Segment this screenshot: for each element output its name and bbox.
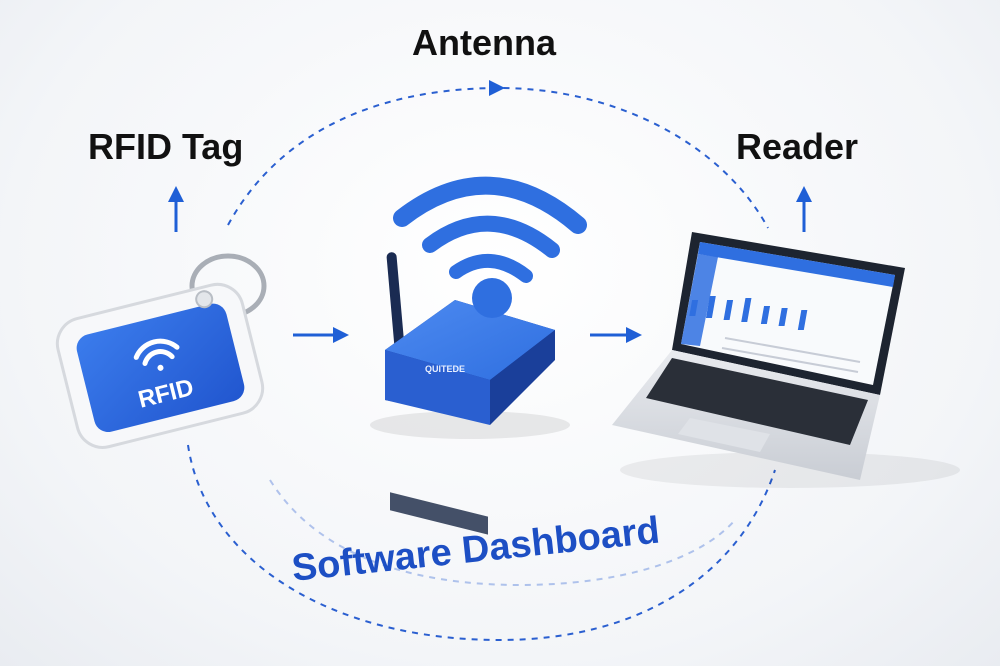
label-reader: Reader [736, 126, 859, 167]
flow-path-top [227, 86, 769, 229]
label-rfid-tag: RFID Tag [88, 126, 244, 167]
device-brand-text: QUITEDE [425, 364, 465, 374]
device-top [385, 300, 555, 380]
arrow-right-icon [293, 327, 349, 343]
laptop-trackpad [678, 418, 770, 452]
wifi-icon [133, 338, 180, 371]
arrow-right-icon [590, 327, 642, 343]
label-antenna: Antenna [412, 22, 556, 63]
wifi-icon [393, 176, 587, 283]
reader-laptop [612, 232, 960, 488]
screen-bar-chart [689, 296, 808, 330]
arrow-up-icon [796, 186, 812, 232]
antenna-rod [386, 252, 406, 362]
laptop-keyboard [646, 358, 868, 445]
rfid-tag-keychain: RFID [55, 253, 267, 449]
flow-path-bottom [187, 444, 776, 642]
arrow-up-icon [168, 186, 184, 232]
antenna-device: QUITEDE [370, 176, 587, 535]
arrow-right-icon [489, 80, 505, 96]
